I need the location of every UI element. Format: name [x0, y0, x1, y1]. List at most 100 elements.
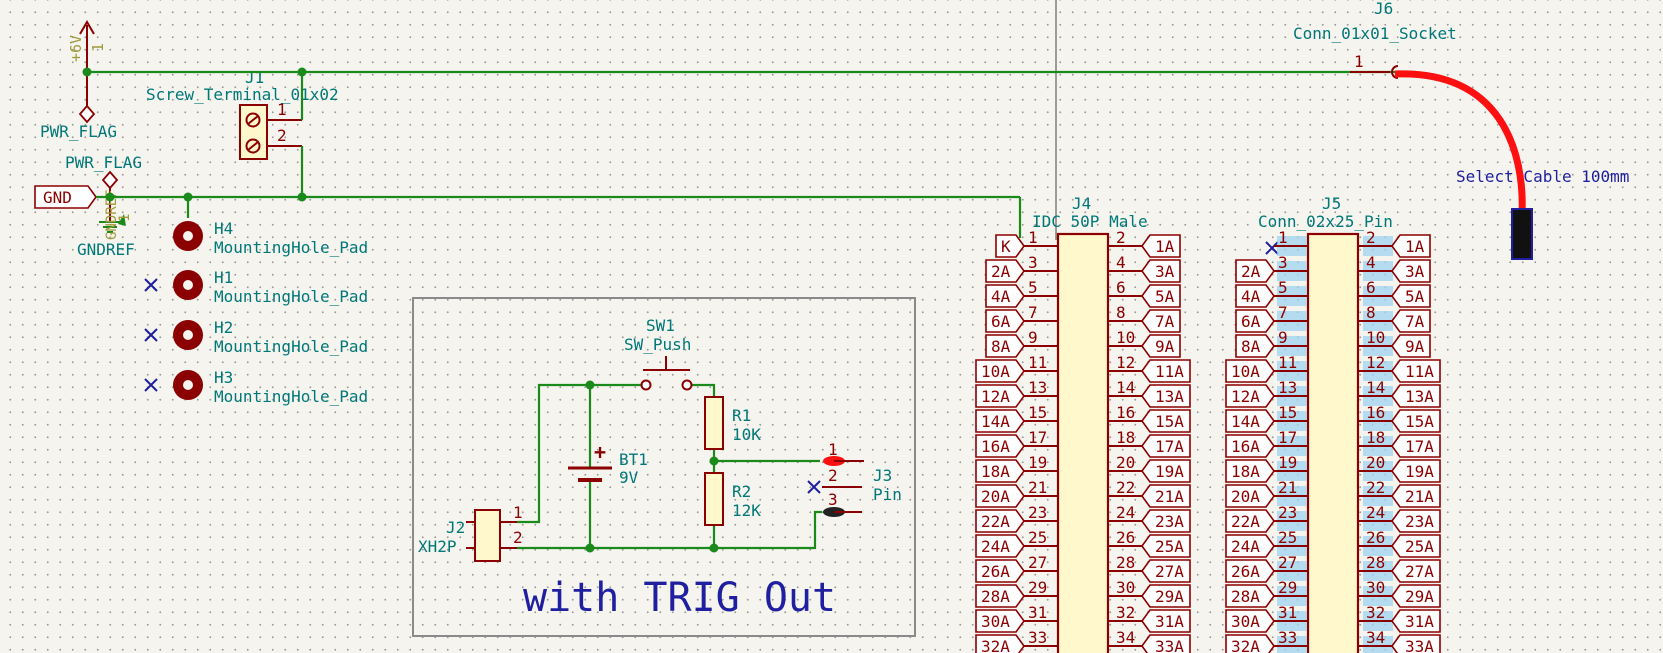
j4-left-label-K[interactable]: K: [995, 234, 1025, 258]
j5-header-connector[interactable]: J5 Conn_02x25_Pin 132A54A76A98A1110A1312…: [1225, 194, 1441, 653]
j4-left-label-30A[interactable]: 30A: [975, 609, 1025, 633]
j4-left-label-20A[interactable]: 20A: [975, 484, 1025, 508]
j4-left-label-14A[interactable]: 14A: [975, 409, 1025, 433]
j4-left-label-22A[interactable]: 22A: [975, 509, 1025, 533]
j5-right-label-1A[interactable]: 1A: [1391, 234, 1431, 258]
j4-left-label-12A[interactable]: 12A: [975, 384, 1025, 408]
j4-right-label-11A[interactable]: 11A: [1141, 359, 1191, 383]
j5-left-pin-7[interactable]: 76A: [1235, 303, 1308, 333]
j4-left-pin-7[interactable]: 76A: [985, 303, 1058, 333]
j4-right-label-25A[interactable]: 25A: [1141, 534, 1191, 558]
j5-right-label-15A[interactable]: 15A: [1391, 409, 1441, 433]
j5-right-label-31A[interactable]: 31A: [1391, 609, 1441, 633]
j4-right-label-5A[interactable]: 5A: [1141, 284, 1181, 308]
j5-left-label-26A[interactable]: 26A: [1225, 559, 1275, 583]
j5-right-label-29A[interactable]: 29A: [1391, 584, 1441, 608]
gnd-global-label[interactable]: GND: [34, 185, 97, 209]
j5-left-label-20A[interactable]: 20A: [1225, 484, 1275, 508]
j5-left-label-8A[interactable]: 8A: [1235, 334, 1275, 358]
j4-left-label-6A[interactable]: 6A: [985, 309, 1025, 333]
j5-left-label-24A[interactable]: 24A: [1225, 534, 1275, 558]
j4-left-label-18A[interactable]: 18A: [975, 459, 1025, 483]
j5-right-label-11A[interactable]: 11A: [1391, 359, 1441, 383]
j5-left-pin-1[interactable]: 1: [1274, 228, 1308, 256]
j3-pin-header[interactable]: 1 2 3 J3 Pin: [807, 440, 902, 517]
j5-left-label-16A[interactable]: 16A: [1225, 434, 1275, 458]
j4-left-label-24A[interactable]: 24A: [975, 534, 1025, 558]
bt1-battery[interactable]: + BT1 9V: [568, 440, 648, 487]
plus6v-symbol[interactable]: +6V 1: [67, 20, 107, 72]
j5-left-label-30A[interactable]: 30A: [1225, 609, 1275, 633]
j4-right-label-13A[interactable]: 13A: [1141, 384, 1191, 408]
j4-left-pin-5[interactable]: 54A: [985, 278, 1058, 308]
pwr-flag-2[interactable]: PWR_FLAG: [65, 153, 142, 197]
j5-left-label-4A[interactable]: 4A: [1235, 284, 1275, 308]
j4-right-label-29A[interactable]: 29A: [1141, 584, 1191, 608]
j5-right-label-25A[interactable]: 25A: [1391, 534, 1441, 558]
j5-right-label-7A[interactable]: 7A: [1391, 309, 1431, 333]
j4-right-label-9A[interactable]: 9A: [1141, 334, 1181, 358]
j4-right-label-1A[interactable]: 1A: [1141, 234, 1181, 258]
j5-right-label-21A[interactable]: 21A: [1391, 484, 1441, 508]
j4-right-label-19A[interactable]: 19A: [1141, 459, 1191, 483]
j5-right-label-9A[interactable]: 9A: [1391, 334, 1431, 358]
hole-h1[interactable]: H1 MountingHole_Pad: [144, 268, 368, 306]
j5-left-label-22A[interactable]: 22A: [1225, 509, 1275, 533]
j4-right-label-3A[interactable]: 3A: [1141, 259, 1181, 283]
j5-left-label-10A[interactable]: 10A: [1225, 359, 1275, 383]
j5-right-label-5A[interactable]: 5A: [1391, 284, 1431, 308]
j5-right-label-19A[interactable]: 19A: [1391, 459, 1441, 483]
j4-right-label-17A[interactable]: 17A: [1141, 434, 1191, 458]
j4-left-label-2A[interactable]: 2A: [985, 259, 1025, 283]
j4-left-label-32A[interactable]: 32A: [975, 634, 1025, 653]
j5-left-label-28A[interactable]: 28A: [1225, 584, 1275, 608]
pwr-flag-1[interactable]: PWR_FLAG: [40, 72, 117, 141]
j5-left-label-18A[interactable]: 18A: [1225, 459, 1275, 483]
j4-right-label-7A[interactable]: 7A: [1141, 309, 1181, 333]
j5-left-pin-5[interactable]: 54A: [1235, 278, 1308, 308]
j5-right-label-33A[interactable]: 33A: [1391, 634, 1441, 653]
j4-right-label-27A[interactable]: 27A: [1141, 559, 1191, 583]
j4-right-label-23A[interactable]: 23A: [1141, 509, 1191, 533]
j4-left-label-4A[interactable]: 4A: [985, 284, 1025, 308]
j5-left-pin-9[interactable]: 98A: [1235, 328, 1308, 358]
j5-left-label-6A[interactable]: 6A: [1235, 309, 1275, 333]
r1-resistor[interactable]: R1 10K: [704, 396, 761, 450]
